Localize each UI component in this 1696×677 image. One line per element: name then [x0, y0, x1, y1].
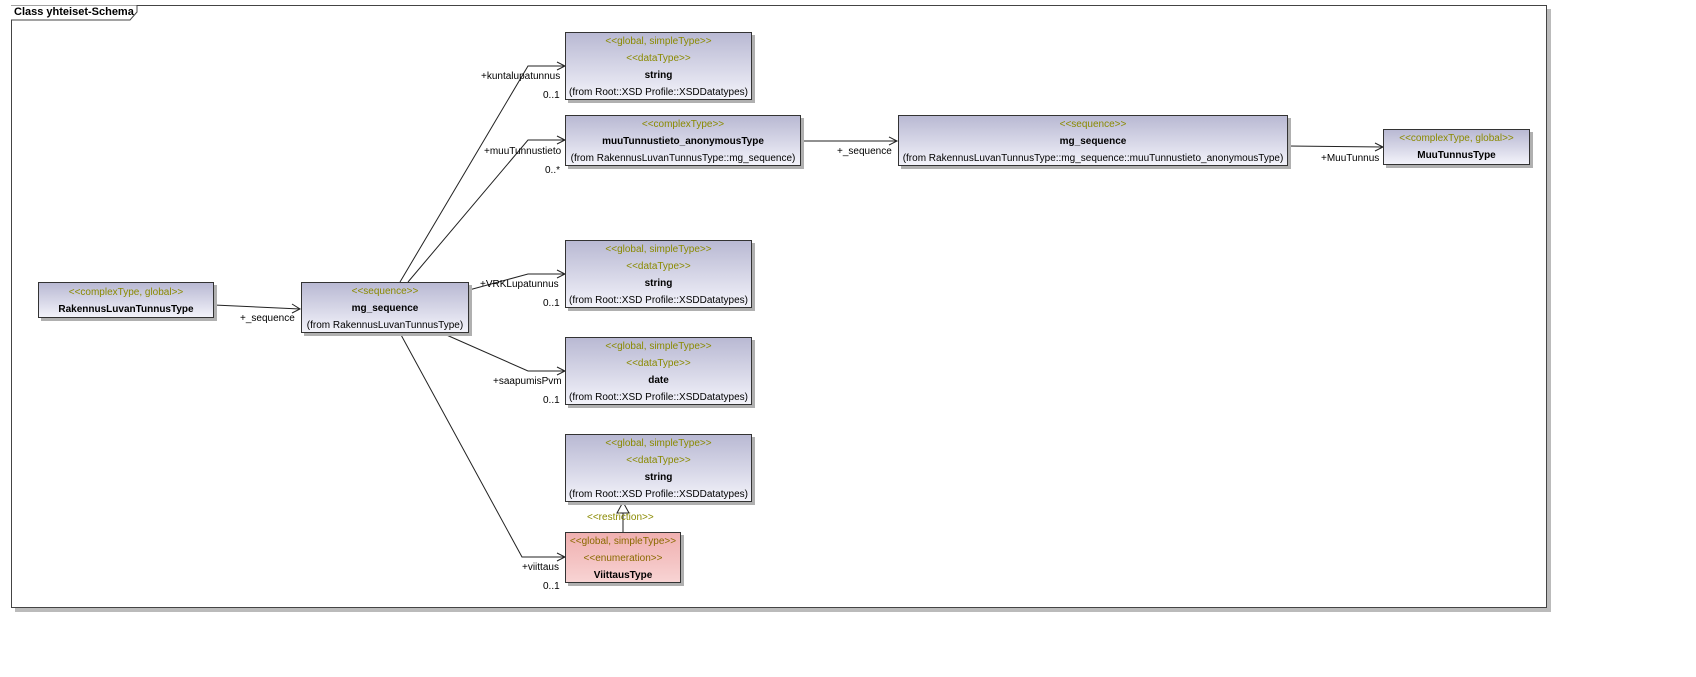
stereotype-label: <<complexType, global>> [68, 287, 184, 298]
class-viittaustype[interactable]: <<global, simpleType>> <<enumeration>> V… [565, 532, 681, 583]
edge-mgseq2-muutunnus [1287, 145, 1384, 148]
stereotype-label: <<dataType>> [626, 358, 691, 369]
namespace-label: (from Root::XSD Profile::XSDDatatypes) [569, 295, 748, 306]
role-label-sequence-2: +_sequence [837, 146, 892, 157]
namespace-label: (from RakennusLuvanTunnusType::mg_sequen… [570, 153, 796, 164]
role-label-vrklupatunnus: +VRKLupatunnus [480, 279, 559, 290]
stereotype-label: <<sequence>> [351, 286, 419, 297]
class-mg-sequence-2[interactable]: <<sequence>> mg_sequence (from RakennusL… [898, 115, 1288, 166]
class-name: RakennusLuvanTunnusType [58, 304, 194, 315]
edge-rakennus-mgseq [213, 304, 301, 310]
class-string-kuntalupatunnus[interactable]: <<global, simpleType>> <<dataType>> stri… [565, 32, 752, 100]
stereotype-label: <<global, simpleType>> [605, 36, 712, 47]
namespace-label: (from Root::XSD Profile::XSDDatatypes) [569, 87, 748, 98]
multiplicity-saapumispvm: 0..1 [543, 395, 560, 406]
stereotype-label: <<dataType>> [626, 53, 691, 64]
class-muutunnustype[interactable]: <<complexType, global>> MuuTunnusType [1383, 129, 1530, 165]
namespace-label: (from RakennusLuvanTunnusType::mg_sequen… [902, 153, 1284, 164]
role-label-viittaus: +viittaus [522, 562, 559, 573]
edge-muutunnustieto [407, 139, 565, 283]
restriction-label: <<restriction>> [587, 512, 654, 523]
class-name: mg_sequence [351, 303, 419, 314]
class-name: muuTunnustieto_anonymousType [602, 136, 764, 147]
arrowhead [888, 136, 899, 146]
class-string-base[interactable]: <<global, simpleType>> <<dataType>> stri… [565, 434, 752, 502]
namespace-label: (from RakennusLuvanTunnusType) [306, 320, 464, 331]
stereotype-label: <<global, simpleType>> [605, 438, 712, 449]
class-name: string [644, 70, 673, 81]
multiplicity-kuntalupatunnus: 0..1 [543, 90, 560, 101]
stereotype-label: <<dataType>> [626, 455, 691, 466]
stereotype-label: <<sequence>> [1059, 119, 1127, 130]
stereotype-label: <<global, simpleType>> [569, 536, 677, 547]
multiplicity-muutunnustieto: 0..* [545, 165, 561, 176]
class-name: string [644, 472, 673, 483]
namespace-label: (from Root::XSD Profile::XSDDatatypes) [569, 392, 748, 403]
edge-viittaus [399, 332, 565, 558]
class-name: ViittausType [593, 570, 653, 581]
class-muutunnustieto-anonymoustype[interactable]: <<complexType>> muuTunnustieto_anonymous… [565, 115, 801, 166]
class-name: string [644, 278, 673, 289]
arrowhead [291, 303, 302, 314]
class-mg-sequence[interactable]: <<sequence>> mg_sequence (from RakennusL… [301, 282, 469, 333]
role-label-sequence: +_sequence [240, 313, 295, 324]
class-name: MuuTunnusType [1417, 150, 1496, 161]
stereotype-label: <<enumeration>> [583, 553, 663, 564]
generalization-arrowhead [616, 500, 630, 514]
role-label-kuntalupatunnus: +kuntalupatunnus [481, 71, 561, 82]
class-date[interactable]: <<global, simpleType>> <<dataType>> date… [565, 337, 752, 405]
role-label-saapumispvm: +saapumisPvm [493, 376, 562, 387]
class-rakennusluvantunnustype[interactable]: <<complexType, global>> RakennusLuvanTun… [38, 282, 214, 318]
role-label-muutunnus: +MuuTunnus [1321, 153, 1380, 164]
frame-tab [11, 5, 138, 21]
frame-title: Class yhteiset-Schema [14, 6, 134, 18]
role-label-muutunnustieto: +muuTunnustieto [484, 146, 562, 157]
stereotype-label: <<complexType, global>> [1399, 133, 1514, 144]
class-name: mg_sequence [1059, 136, 1127, 147]
class-string-vrklupatunnus[interactable]: <<global, simpleType>> <<dataType>> stri… [565, 240, 752, 308]
multiplicity-vrklupatunnus: 0..1 [543, 298, 560, 309]
namespace-label: (from Root::XSD Profile::XSDDatatypes) [569, 489, 748, 500]
stereotype-label: <<global, simpleType>> [605, 341, 712, 352]
multiplicity-viittaus: 0..1 [543, 581, 560, 592]
stereotype-label: <<global, simpleType>> [605, 244, 712, 255]
edge-kuntalupatunnus [399, 65, 565, 283]
stereotype-label: <<complexType>> [641, 119, 725, 130]
edge-saapumispvm [441, 332, 565, 372]
class-name: date [648, 375, 669, 386]
diagram-frame [11, 5, 1547, 608]
stereotype-label: <<dataType>> [626, 261, 691, 272]
edge-vrklupatunnus [468, 273, 565, 291]
